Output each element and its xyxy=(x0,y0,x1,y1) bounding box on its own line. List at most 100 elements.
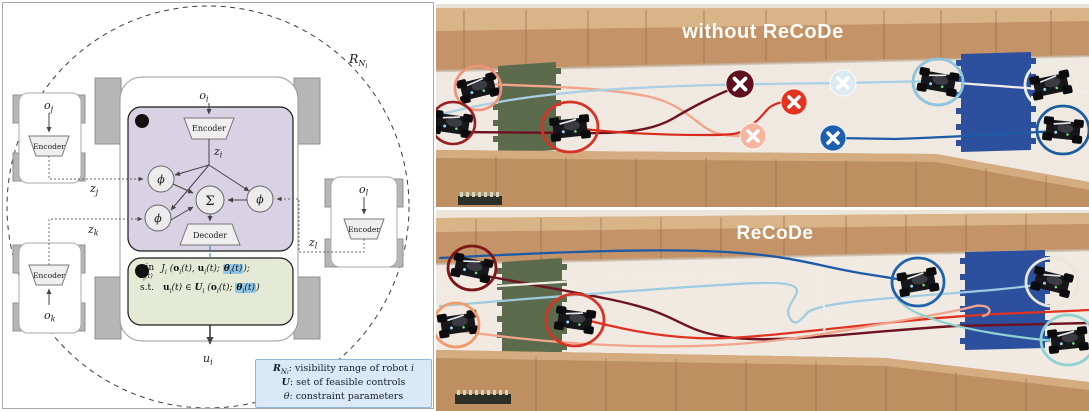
visibility-range-circle xyxy=(6,5,410,408)
min-operator: min xyxy=(137,263,155,273)
latent-to-phi3 xyxy=(208,164,250,192)
x-icon xyxy=(836,76,850,90)
trajectory-dark-blue xyxy=(438,249,916,284)
phi-node-3 xyxy=(246,185,274,213)
robot-circle-teal xyxy=(1039,313,1089,367)
encoder-i-label: Encoder xyxy=(192,124,226,133)
optimization-equations: min ui(t) Ji (oi(t), ui(t); θi(t)); s.t.… xyxy=(137,263,295,296)
observation-l-label: ol xyxy=(359,183,369,198)
architecture-diagram-panel: RNi A oi Encoder zi xyxy=(2,2,434,409)
photo-bottom-svg: ReCoDe xyxy=(436,210,1089,411)
encoder-i-trapezoid xyxy=(183,117,235,140)
module-a-badge-label: A xyxy=(138,116,146,126)
latent-k-link xyxy=(48,216,143,265)
cardboard-lids-bottom xyxy=(436,350,1089,390)
trajectory-light-blue xyxy=(438,281,1038,324)
cardboard-seams xyxy=(463,10,1052,68)
observation-j-label: oj xyxy=(44,99,54,114)
x-icon xyxy=(746,129,760,143)
x-marker-dark-red xyxy=(725,69,755,99)
x-icon xyxy=(826,131,840,145)
x-marker-salmon xyxy=(739,122,767,150)
robot-circle-salmon xyxy=(453,64,503,112)
photo-bottom-title: ReCoDe xyxy=(737,223,814,244)
robot-j: oj Encoder xyxy=(12,92,86,184)
trajectory-dark-blue xyxy=(832,129,1060,141)
photo-recode: ReCoDe xyxy=(436,210,1089,411)
cardboard-lids-top xyxy=(436,8,1089,31)
latent-l-link xyxy=(276,196,365,253)
legend-line-controls: U: set of feasible controls xyxy=(281,377,406,389)
x-marker-pale-blue xyxy=(829,69,857,97)
robot-k: Encoder ok xyxy=(12,242,86,334)
visibility-range-label: RNi xyxy=(348,51,368,70)
foam-strip xyxy=(455,390,511,404)
robot-circle-dark-blue xyxy=(1035,104,1089,156)
theta-highlight-1: θi(t) xyxy=(222,264,244,276)
robot-circle-dark-red xyxy=(436,100,477,146)
legend-line-theta: θ: constraint parameters xyxy=(283,391,404,403)
encoder-l-trapezoid xyxy=(343,218,385,240)
encoder-j-trapezoid xyxy=(28,135,70,157)
theta-highlight-2: θi(t) xyxy=(235,283,257,296)
trajectory-white xyxy=(438,270,828,332)
encoder-j-label: Encoder xyxy=(33,142,65,151)
latent-j-label: zj xyxy=(89,182,99,197)
phi-node-2 xyxy=(144,204,172,232)
sum-label: Σ xyxy=(205,194,214,209)
robot-circle-light-blue xyxy=(911,57,965,107)
robot-l: ol Encoder xyxy=(324,176,404,268)
x-icon xyxy=(787,95,801,109)
wheel xyxy=(94,77,122,145)
phi1-to-sum xyxy=(172,183,194,194)
latent-i-label: zi xyxy=(213,145,223,160)
module-a-badge xyxy=(135,114,149,128)
subject-to: s.t. xyxy=(140,283,154,294)
cardboard-lids-top xyxy=(436,213,1089,232)
cardboard-wall-bottom xyxy=(436,150,1089,207)
observation-k-label: ok xyxy=(44,309,56,324)
blue-mat xyxy=(956,52,1036,152)
encoder-k-label: Encoder xyxy=(33,271,65,280)
robot-circle-blue xyxy=(890,256,946,308)
encoder-l-label: Encoder xyxy=(348,225,380,234)
photo-without-recode: without ReCoDe xyxy=(436,4,1089,207)
objective-expression: Ji (oi(t), ui(t); θi(t)); xyxy=(161,264,250,276)
robot-circle-dark-red xyxy=(446,244,498,292)
phi-node-1 xyxy=(147,165,175,193)
robot-circle-orange xyxy=(436,301,481,349)
photo-top-title: without ReCoDe xyxy=(681,21,843,43)
encoder-k-trapezoid xyxy=(28,264,70,286)
latent-to-phi2 xyxy=(170,164,210,211)
observation-i-label: oi xyxy=(199,89,209,104)
latent-j-link xyxy=(48,156,144,182)
decoder-label: Decoder xyxy=(193,231,227,240)
x-icon xyxy=(732,76,748,92)
trajectory-teal xyxy=(896,298,1068,344)
phi2-to-sum xyxy=(170,206,194,221)
legend-box: RNi: visibility range of robot i U: set … xyxy=(255,359,432,408)
photo-top-svg: without ReCoDe xyxy=(436,4,1089,207)
decoder-trapezoid xyxy=(179,223,241,246)
latent-l-label: zl xyxy=(308,236,318,251)
phi-2-label: ϕ xyxy=(154,212,162,225)
robot-circle-red xyxy=(544,292,606,348)
cardboard-seams-bottom xyxy=(535,356,1027,411)
x-marker-blue xyxy=(819,124,847,152)
phi-3-label: ϕ xyxy=(256,193,264,206)
cardboard-seams xyxy=(475,214,1027,262)
foam-strip xyxy=(458,192,502,205)
cardboard-lids-bottom xyxy=(436,150,1089,190)
phi-1-label: ϕ xyxy=(157,173,165,186)
wheel xyxy=(94,276,122,340)
latent-to-phi1 xyxy=(174,164,210,176)
x-marker-red xyxy=(780,88,808,116)
legend-line-visibility: RNi: visibility range of robot i xyxy=(273,363,414,376)
trajectory-dark-red xyxy=(464,270,1089,341)
trajectory-red xyxy=(576,308,1089,340)
robot-circle-red xyxy=(540,100,600,154)
constraint-line: s.t. ui(t) ∈ Ui (oi(t); θi(t)) xyxy=(137,283,295,296)
trajectory-dark-red xyxy=(452,86,736,135)
constraint-expression: ui(t) ∈ Ui (oi(t); θi(t)) xyxy=(162,283,260,296)
